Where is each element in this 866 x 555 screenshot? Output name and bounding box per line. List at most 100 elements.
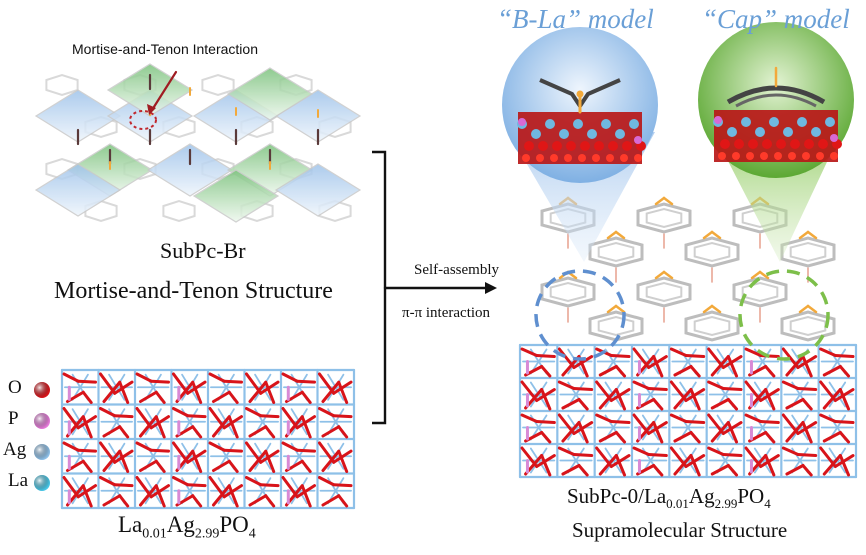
oxygen-bond: [76, 379, 97, 384]
oxygen-bond: [561, 421, 581, 443]
model-o-atom: [524, 141, 534, 151]
oxygen-bond: [191, 494, 203, 508]
oxygen-bond: [227, 415, 239, 439]
oxygen-bond: [81, 484, 93, 508]
oxygen-bond: [684, 420, 706, 425]
oxygen-bond: [801, 464, 813, 477]
oxygen-bond: [707, 446, 725, 456]
model-o-atom: [746, 152, 754, 160]
model-o-atom: [748, 139, 758, 149]
model-o-atom: [606, 154, 614, 162]
subpc-br-packing: [34, 63, 362, 223]
oxygen-bond: [764, 431, 776, 444]
model-o-atom: [522, 154, 530, 162]
oxygen-bond: [764, 454, 776, 477]
oxygen-bond: [614, 388, 627, 411]
oxygen-bond: [138, 459, 158, 472]
oxygen-bond: [99, 407, 117, 418]
oxygen-bond: [822, 454, 842, 476]
model-o-atom: [734, 139, 744, 149]
oxygen-bond: [295, 379, 316, 384]
model-o-atom: [608, 141, 618, 151]
model-o-atom: [804, 139, 814, 149]
oxygen-bond: [822, 365, 842, 377]
oxygen-bond: [632, 446, 651, 456]
oxygen-bond: [609, 420, 631, 425]
subpc-molecule-inner: [645, 207, 683, 229]
model-p-atom: [714, 116, 722, 124]
model-o-atom: [566, 141, 576, 151]
oxygen-bond: [113, 414, 134, 419]
lattice-bond: [649, 426, 660, 441]
formula-part: Ag: [688, 484, 715, 508]
model-o-atom: [592, 154, 600, 162]
bla-model-title: “B-La” model: [497, 4, 654, 34]
oxygen-bond: [227, 484, 239, 508]
oxygen-bond: [726, 464, 739, 477]
formula-sub: 4: [764, 496, 771, 512]
oxygen-bond: [318, 476, 336, 487]
oxygen-bond: [300, 484, 312, 508]
subpc-molecule: [684, 236, 740, 268]
cap-model-title: “Cap” model: [702, 4, 850, 34]
boron-bond: [710, 230, 722, 240]
boron-bond: [606, 230, 618, 240]
oxygen-bond: [264, 380, 276, 404]
oxygen-bond: [833, 420, 855, 425]
oxygen-bond: [759, 420, 780, 425]
model-o-atom: [580, 141, 590, 151]
connectors: [372, 150, 497, 425]
formula-part: PO: [219, 512, 249, 537]
oxygen-bond: [540, 365, 552, 378]
oxygen-bond: [211, 459, 231, 472]
model-o-atom: [538, 141, 548, 151]
oxygen-bond: [135, 372, 153, 383]
subpc-molecule: [780, 310, 836, 342]
formula-sub: 2.99: [714, 496, 738, 512]
subpc-molecule: [732, 276, 788, 308]
oxygen-bond: [318, 407, 336, 418]
boron-bond: [798, 230, 810, 240]
model-o-atom: [564, 154, 572, 162]
model-o-atom: [550, 154, 558, 162]
lattice-bond: [799, 426, 809, 441]
oxygen-bond: [211, 484, 231, 507]
model-ag-atom: [797, 117, 807, 127]
oxygen-bond: [652, 398, 664, 411]
subpc-molecule: [636, 202, 692, 234]
oxygen-bond: [248, 449, 268, 472]
oxygen-bond: [321, 380, 341, 403]
oxygen-bond: [540, 388, 552, 411]
oxygen-bond: [332, 483, 353, 488]
oxygen-bond: [149, 379, 170, 384]
model-molecule: [735, 93, 817, 108]
oxygen-bond: [764, 365, 776, 378]
lattice-bond: [687, 459, 697, 474]
subpc-pyramid: [34, 163, 122, 217]
subpc-molecule-inner: [789, 315, 827, 337]
oxygen-bond: [191, 449, 203, 473]
model-o-atom: [594, 141, 604, 151]
model-o-atom: [622, 141, 632, 151]
oxygen-bond: [557, 446, 576, 456]
oxygen-bond: [248, 494, 268, 507]
oxygen-bond: [822, 431, 842, 443]
model-p-atom: [518, 118, 526, 126]
oxygen-bond: [222, 448, 243, 453]
boron-bond: [806, 230, 818, 240]
formula-part: PO: [737, 484, 765, 508]
legend-label-la: La: [8, 470, 29, 491]
oxygen-bond: [673, 431, 693, 443]
boron-bond: [710, 304, 722, 314]
lattice-bond: [537, 459, 548, 474]
oxygen-bond: [81, 415, 93, 439]
oxygen-bond: [838, 365, 851, 378]
model-ag-atom: [615, 129, 625, 139]
lattice-left: [60, 368, 356, 510]
oxygen-bond: [726, 355, 739, 378]
oxygen-bond: [721, 387, 743, 392]
oxygen-bond: [689, 388, 701, 411]
boron-bond: [614, 230, 626, 240]
model-o-atom: [790, 139, 800, 149]
